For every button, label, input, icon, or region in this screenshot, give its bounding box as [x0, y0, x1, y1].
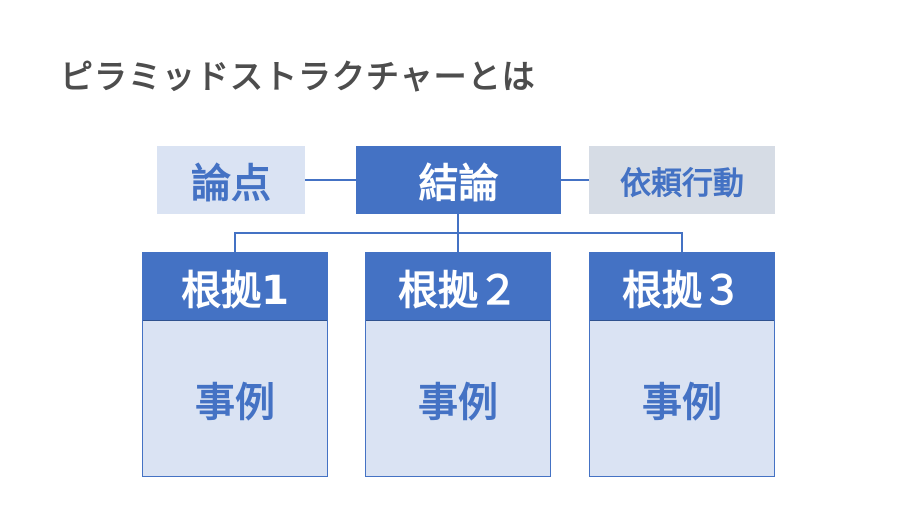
evidence-column-2: 根拠２ 事例: [365, 252, 551, 477]
evidence-example-1: 事例: [195, 380, 275, 426]
evidence-example-3: 事例: [642, 380, 722, 426]
evidence-header-1: 根拠1: [143, 253, 327, 321]
slide-title: ピラミッドストラクチャーとは: [60, 57, 536, 96]
evidence-header-3: 根拠３: [590, 253, 774, 321]
evidence-header-2: 根拠２: [366, 253, 550, 321]
ketsuron-box: 結論: [356, 146, 561, 214]
ronten-box: 論点: [157, 146, 305, 214]
evidence-column-1: 根拠1 事例: [142, 252, 328, 477]
irai-kodo-box: 依頼行動: [589, 146, 775, 214]
evidence-column-3: 根拠３ 事例: [589, 252, 775, 477]
evidence-example-2: 事例: [418, 380, 498, 426]
